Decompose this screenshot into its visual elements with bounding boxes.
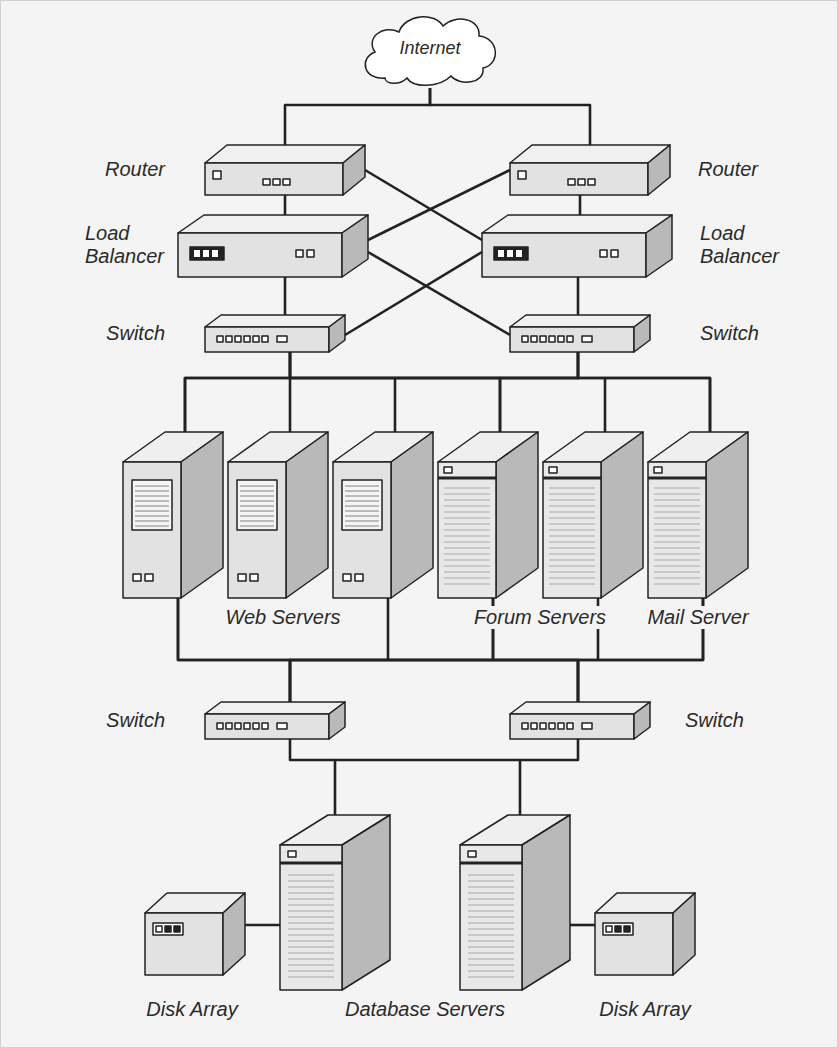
node-label: Switch (103, 322, 168, 345)
label-holder: Router (695, 158, 761, 181)
disk-array-icon (595, 893, 695, 975)
node-label: Router (695, 158, 761, 181)
label-holder: Load Balancer (82, 222, 174, 268)
network-link (290, 598, 703, 702)
disk-array-icon (145, 893, 245, 975)
network-link (368, 170, 510, 240)
network-link (577, 277, 580, 315)
node-label: Internet (396, 38, 463, 59)
switch-icon (510, 315, 650, 352)
network-link (570, 924, 595, 927)
database-server-icon (280, 815, 390, 990)
network-link (284, 195, 287, 215)
label-holder: Forum Servers (471, 606, 609, 629)
router: Router (205, 145, 365, 195)
web-server-icon (123, 432, 223, 598)
node-label: Switch (103, 709, 168, 732)
network-link (290, 352, 500, 432)
internet-cloud: Internet (355, 8, 505, 88)
network-link (290, 352, 710, 432)
network-link (500, 352, 578, 432)
node-label: Switch (682, 709, 747, 732)
load-balancer: Load Balancer (178, 215, 368, 277)
network-link (185, 352, 290, 432)
label-holder: Mail Server (644, 606, 751, 629)
network-link (245, 924, 280, 927)
network-link (284, 277, 287, 315)
mail-server: Mail Server (648, 432, 748, 598)
switch: Switch (205, 315, 345, 352)
node-label: Disk Array (596, 998, 693, 1021)
network-link (368, 252, 510, 335)
network-link (579, 195, 582, 215)
database-server-icon (460, 815, 570, 990)
label-holder: Web Servers (222, 606, 343, 629)
switch-icon (205, 702, 345, 739)
network-link (290, 739, 335, 815)
load-balancer-icon (482, 215, 672, 277)
forum-server-icon (438, 432, 538, 598)
router: Router (510, 145, 670, 195)
load-balancer: Load Balancer (482, 215, 672, 277)
web-server-icon (333, 432, 433, 598)
label-holder: Switch (682, 709, 747, 732)
network-link (520, 739, 578, 815)
mail-server-icon (648, 432, 748, 598)
forum-server-icon (543, 432, 643, 598)
network-link (365, 170, 482, 240)
node-label: Disk Array (143, 998, 240, 1021)
web-server-group: Web Servers (123, 432, 433, 598)
web-server-icon (228, 432, 328, 598)
bus-wire (290, 378, 605, 760)
network-link (285, 88, 430, 145)
node-label: Database Servers (342, 998, 508, 1021)
node-label: Web Servers (222, 606, 343, 629)
network-link (185, 352, 578, 432)
label-holder: Load Balancer (697, 222, 797, 268)
label-holder: Switch (103, 709, 168, 732)
disk-array: Disk Array (145, 893, 245, 975)
cloud-shape (365, 17, 495, 85)
router-icon (510, 145, 670, 195)
node-label: Load Balancer (697, 222, 797, 268)
node-label: Router (102, 158, 168, 181)
disk-array: Disk Array (595, 893, 695, 975)
switch: Switch (510, 315, 650, 352)
label-holder: Switch (103, 322, 168, 345)
label-holder: Disk Array (596, 998, 693, 1021)
node-label: Switch (697, 322, 762, 345)
network-link (578, 352, 710, 432)
node-label: Mail Server (644, 606, 751, 629)
network-link (430, 88, 590, 145)
load-balancer-icon (178, 215, 368, 277)
label-holder: Router (102, 158, 168, 181)
switch: Switch (510, 702, 650, 739)
node-label: Forum Servers (471, 606, 609, 629)
router-icon (205, 145, 365, 195)
switch-icon (205, 315, 345, 352)
switch: Switch (205, 702, 345, 739)
label-holder: Database Servers (342, 998, 508, 1021)
label-holder: Switch (697, 322, 762, 345)
switch-icon (510, 702, 650, 739)
label-holder: Disk Array (143, 998, 240, 1021)
node-label: Load Balancer (82, 222, 174, 268)
network-link (345, 252, 482, 335)
forum-server-group: Forum Servers (438, 432, 643, 598)
database-server-group: Database Servers (280, 815, 570, 990)
